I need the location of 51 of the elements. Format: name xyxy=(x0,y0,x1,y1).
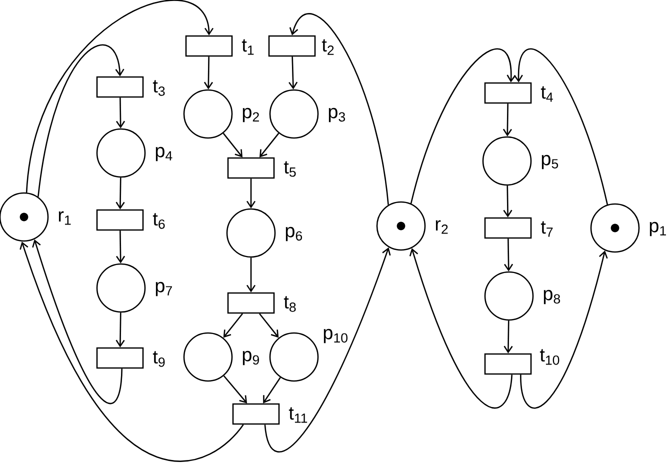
arrow xyxy=(502,104,512,136)
node-label: p$_{8}$ xyxy=(544,290,560,304)
node-label: t$_{4}$ xyxy=(540,86,553,102)
arrow xyxy=(38,44,124,197)
arrow xyxy=(116,98,126,128)
node-label: p$_{9}$ xyxy=(242,350,259,366)
arrow xyxy=(246,258,256,292)
node-label: t$_{8}$ xyxy=(284,296,296,312)
node-label: t$_{3}$ xyxy=(152,80,165,96)
arrow xyxy=(504,320,513,354)
node-label: r$_{1}$ xyxy=(58,211,71,225)
node-label: t$_{7}$ xyxy=(540,221,553,237)
arrow xyxy=(503,186,512,218)
arrow xyxy=(116,312,125,348)
arrow xyxy=(264,247,391,452)
arrow xyxy=(514,48,608,205)
arrow xyxy=(289,14,389,205)
node-label: t$_{10}$ xyxy=(540,349,560,365)
arrow xyxy=(504,238,514,272)
arrow xyxy=(20,242,244,462)
node-label: p$_{4}$ xyxy=(156,146,172,162)
arrow xyxy=(32,239,123,404)
node-label: t$_{6}$ xyxy=(152,213,165,229)
arrow xyxy=(259,132,280,158)
node-label: p$_{6}$ xyxy=(286,226,302,242)
arrow xyxy=(520,250,608,408)
node-label: r$_{2}$ xyxy=(436,220,448,234)
node-label: p$_{1}$ xyxy=(650,222,666,236)
arrow xyxy=(223,313,244,338)
node-label: t$_{2}$ xyxy=(322,39,334,55)
arrow xyxy=(288,56,298,90)
node-label: p$_{7}$ xyxy=(156,282,172,296)
node-label: p$_{10}$ xyxy=(324,328,348,344)
node-label: t$_{5}$ xyxy=(284,161,296,177)
arrow xyxy=(116,230,126,264)
node-label: t$_{11}$ xyxy=(288,407,308,423)
arrow xyxy=(116,178,125,210)
node-label: t$_{1}$ xyxy=(242,39,254,55)
node-label: p$_{2}$ xyxy=(242,108,259,122)
arrow xyxy=(258,313,279,338)
arrow xyxy=(223,375,248,404)
arrow xyxy=(409,248,513,408)
node-label: p$_{3}$ xyxy=(328,108,346,122)
arrow xyxy=(26,0,214,193)
arrow xyxy=(410,48,516,204)
arrow xyxy=(263,377,281,404)
node-label: p$_{5}$ xyxy=(542,154,558,170)
node-label: t$_{9}$ xyxy=(152,351,165,367)
arrow xyxy=(246,178,256,208)
arrow xyxy=(222,132,243,158)
arrow xyxy=(204,56,213,90)
